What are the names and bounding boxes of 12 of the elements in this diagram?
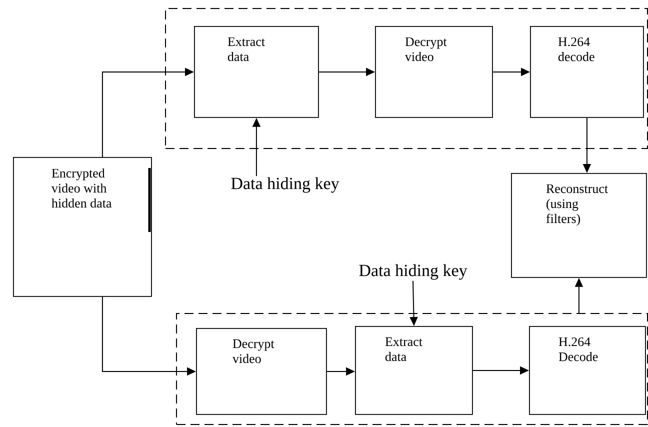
process-box: Reconstruct (using filters) xyxy=(511,173,647,278)
process-box: Decrypt video xyxy=(196,328,327,415)
dashed-group-box xyxy=(165,8,648,149)
process-box: Decrypt video xyxy=(375,26,493,118)
dashed-group-box xyxy=(176,313,648,425)
key-label: Data hiding key xyxy=(359,264,468,280)
process-box: H.264 Decode xyxy=(529,326,646,415)
process-box: H.264 decode xyxy=(530,26,644,118)
key-label: Data hiding key xyxy=(231,177,340,193)
process-box: Extract data xyxy=(355,326,473,415)
process-box: Extract data xyxy=(194,26,319,118)
process-box: Encrypted video with hidden data xyxy=(13,157,152,297)
